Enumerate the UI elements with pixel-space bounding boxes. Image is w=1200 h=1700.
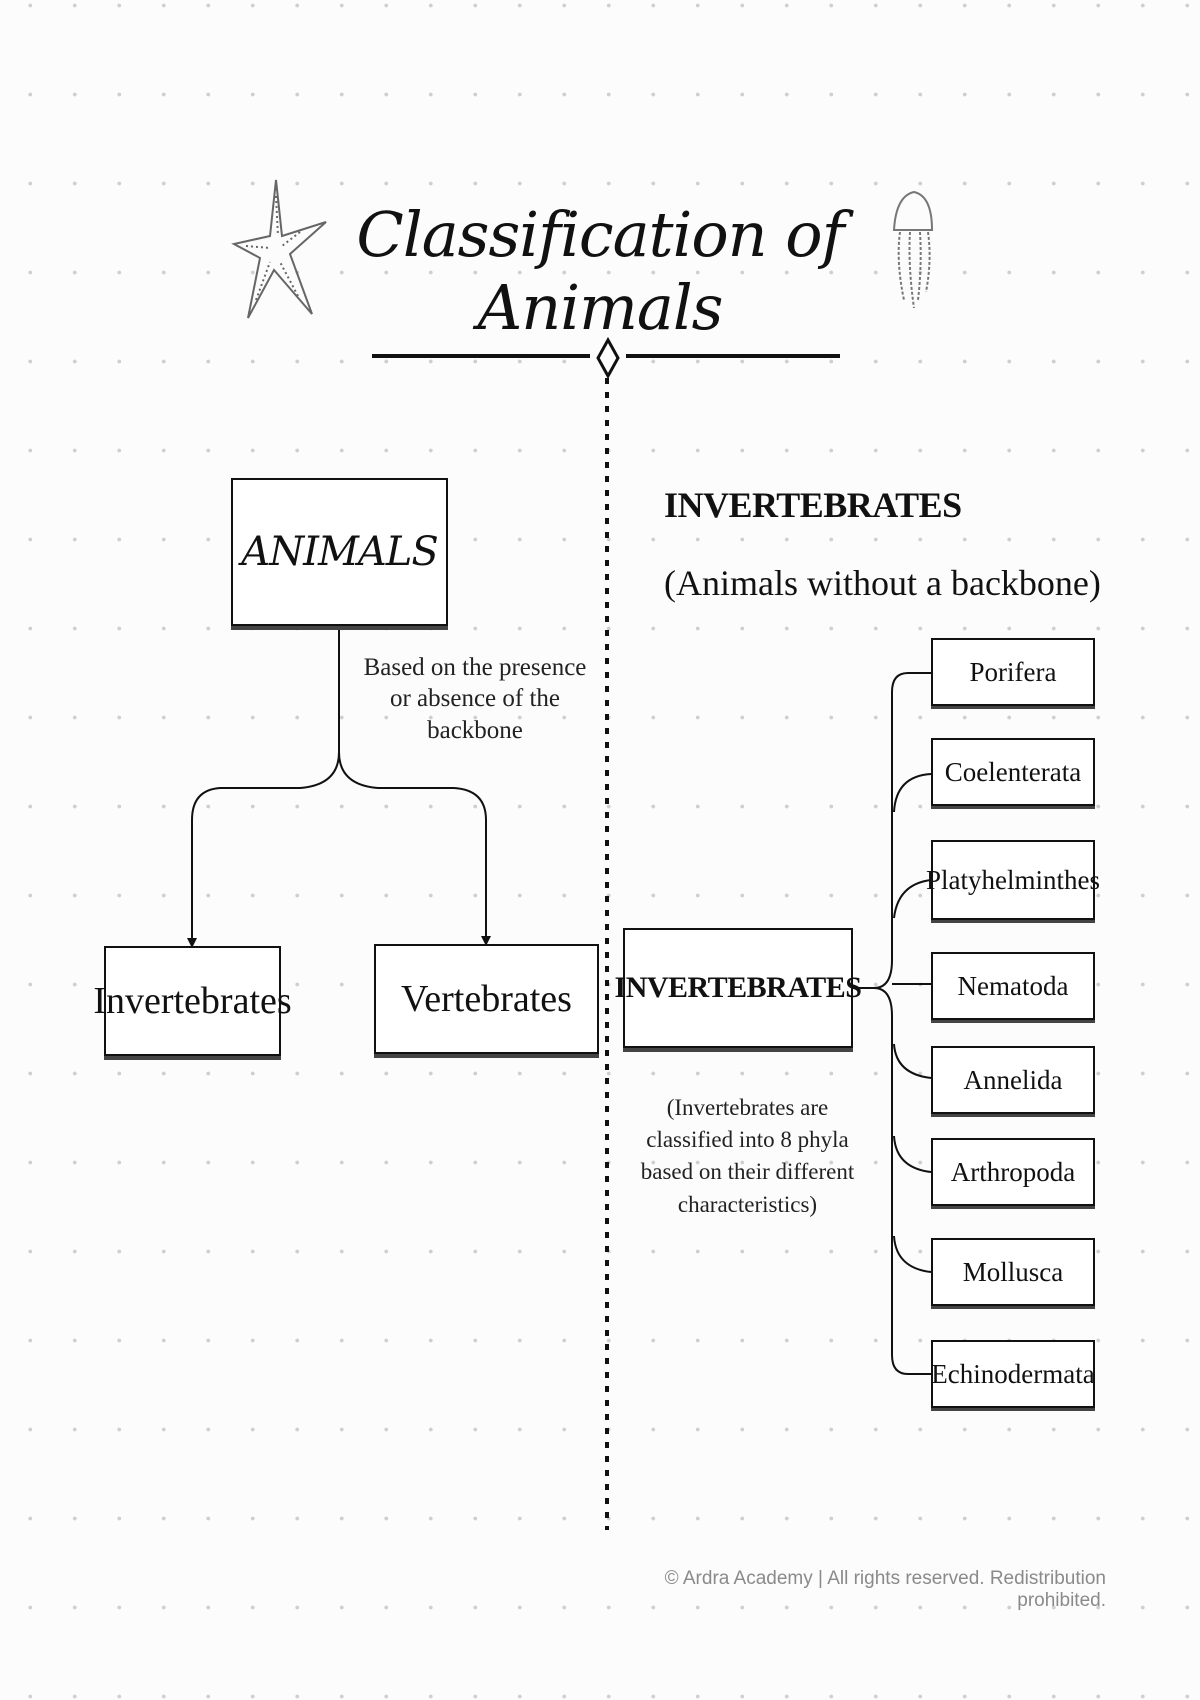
classification-criterion: Based on the presence or absence of the … (363, 654, 587, 744)
arrow-vertebrates (481, 936, 491, 946)
phylum-platyhelminthes: Platyhelminthes (926, 840, 1100, 920)
phylum-coelenterata: Coelenterata (931, 738, 1095, 806)
invertebrates-node: Invertebrates (93, 946, 292, 1056)
left-tree-connectors (191, 628, 487, 946)
phylum-echinodermata: Echinodermata (931, 1340, 1095, 1408)
phylum-annelida: Annelida (931, 1046, 1095, 1114)
diamond-icon (596, 336, 620, 380)
page-title: Classification of Animals (356, 198, 844, 344)
starfish-icon (231, 179, 327, 319)
invertebrates-center-node: INVERTEBRATES (615, 928, 862, 1048)
phylum-nematoda: Nematoda (931, 952, 1095, 1020)
vertebrates-node: Vertebrates (374, 944, 599, 1054)
phyla-connectors (855, 672, 932, 1375)
phylum-arthropoda: Arthropoda (931, 1138, 1095, 1206)
arrow-invertebrates (187, 938, 197, 948)
jellyfish-icon (892, 190, 934, 309)
phylum-porifera: Porifera (931, 638, 1095, 706)
animals-node: ANIMALS (231, 478, 448, 626)
invertebrates-heading: INVERTEBRATES (664, 485, 962, 525)
phyla-note: (Invertebrates are classified into 8 phy… (640, 1095, 855, 1217)
copyright-footer: © Ardra Academy | All rights reserved. R… (664, 1568, 1106, 1611)
phylum-mollusca: Mollusca (931, 1238, 1095, 1306)
invertebrates-subheading: (Animals without a backbone) (664, 563, 1101, 603)
